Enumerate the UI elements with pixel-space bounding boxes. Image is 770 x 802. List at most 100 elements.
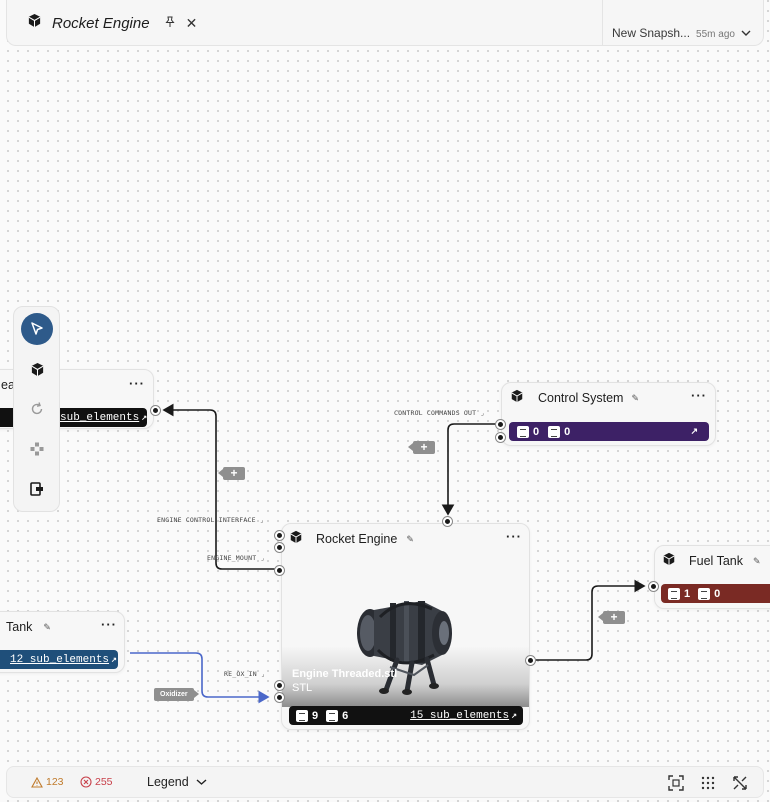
expand-icon[interactable] <box>731 774 749 792</box>
count-b: 0 <box>714 587 721 600</box>
edge-label-engine-mount: ENGINE_MOUNT ⌟ <box>207 554 265 562</box>
open-icon[interactable]: ↗ <box>690 426 698 436</box>
sub-elements-link[interactable]: 15 sub_elements <box>410 709 510 722</box>
pin-icon[interactable] <box>164 16 176 31</box>
node-bar: 12 sub_elements ↗ <box>0 650 118 669</box>
errors-indicator[interactable]: 255 <box>80 776 113 788</box>
node-bar: 1 0 <box>661 584 770 603</box>
port-out[interactable] <box>275 566 284 575</box>
port-in[interactable] <box>275 681 284 690</box>
model-preview[interactable]: Engine Threaded.stl STL <box>282 555 529 707</box>
edge-engine-mount[interactable] <box>162 403 276 570</box>
list-icon <box>517 425 529 438</box>
chevron-down-icon <box>196 779 207 785</box>
edge-fuel[interactable] <box>534 579 646 661</box>
copy-icon <box>326 709 339 722</box>
node-control-system[interactable]: Control System ✎ ··· 0 0 ↗ <box>496 382 716 446</box>
port-in[interactable] <box>496 433 505 442</box>
edit-icon[interactable]: ✎ <box>406 533 414 544</box>
add-connection-button[interactable]: + <box>408 441 435 454</box>
list-icon <box>296 709 308 722</box>
top-bar: Rocket Engine ✕ New Snapsh... 55m ago <box>6 0 764 46</box>
count-a: 1 <box>684 587 691 600</box>
edge-label-re-ox-in: RE_OX_IN ⌟ <box>224 670 266 678</box>
node-ox-tank[interactable]: Tank ✎ ··· 12 sub_elements ↗ <box>0 611 125 673</box>
edge-label-engine-control-interface: ENGINE CONTROL INTERFACE ⌟ <box>157 516 264 524</box>
select-tool[interactable] <box>21 313 53 345</box>
oxidizer-tag[interactable]: Oxidizer <box>154 688 199 701</box>
edge-oxidizer[interactable] <box>130 652 270 704</box>
grid-dots-icon[interactable] <box>699 774 717 792</box>
bottom-bar: 123 255 Legend <box>6 766 764 798</box>
port-in[interactable] <box>649 582 658 591</box>
node-rocket-engine[interactable]: Rocket Engine ✎ ··· <box>275 517 535 730</box>
file-type: STL <box>292 682 313 694</box>
snapshot-time: 55m ago <box>696 29 735 40</box>
add-element-tool[interactable] <box>21 353 53 385</box>
more-options-icon[interactable]: ··· <box>691 388 707 403</box>
node-fuel-tank[interactable]: Fuel Tank ✎ 1 0 <box>649 545 770 609</box>
cube-icon <box>662 552 676 571</box>
file-name: Engine Threaded.stl <box>292 668 398 680</box>
add-connection-button[interactable]: + <box>598 611 625 624</box>
node-title: Control System <box>538 391 624 405</box>
port-in[interactable] <box>275 543 284 552</box>
copy-icon <box>698 587 711 600</box>
port-in[interactable] <box>275 531 284 540</box>
copy-icon <box>548 425 561 438</box>
more-options-icon[interactable]: ··· <box>506 529 522 544</box>
port-out[interactable] <box>151 406 160 415</box>
page-title: Rocket Engine <box>52 14 150 32</box>
refresh-icon <box>31 402 43 415</box>
cube-icon <box>27 13 42 33</box>
cube-icon <box>510 389 524 408</box>
node-title: Fuel Tank <box>689 554 743 568</box>
node-title: Tank <box>6 620 33 634</box>
edge-label-control-commands-out: CONTROL COMMANDS OUT ⌟ <box>394 409 485 417</box>
fit-view-icon[interactable] <box>667 774 685 792</box>
cube-icon <box>31 362 43 376</box>
engine-model-image <box>357 601 452 695</box>
warning-icon <box>31 776 43 788</box>
close-icon[interactable]: ✕ <box>185 14 198 31</box>
legend-label: Legend <box>147 775 189 789</box>
legend-toggle[interactable]: Legend <box>147 775 207 789</box>
snapshot-name: New Snapsh... <box>612 26 691 40</box>
nodes-icon <box>30 442 44 456</box>
count-b: 6 <box>342 709 349 722</box>
node-bar: 9 6 15 sub_elements ↗ <box>289 706 523 725</box>
layout-tool[interactable] <box>21 433 53 465</box>
exit-icon <box>30 482 43 496</box>
port-in[interactable] <box>496 420 505 429</box>
edge-control-commands[interactable] <box>441 423 497 516</box>
count-a: 9 <box>312 709 319 722</box>
port-out[interactable] <box>526 656 535 665</box>
more-options-icon[interactable]: ··· <box>129 376 145 391</box>
sub-elements-link[interactable]: sub_elements <box>60 411 140 424</box>
sub-elements-link[interactable]: 12 sub_elements <box>10 653 110 666</box>
edit-icon[interactable]: ✎ <box>631 392 639 403</box>
count-b: 0 <box>564 425 571 438</box>
cursor-icon <box>31 322 43 335</box>
count-a: 0 <box>533 425 540 438</box>
warnings-count: 123 <box>46 776 64 788</box>
node-bar: 0 0 ↗ <box>509 422 709 441</box>
node-title: ea <box>1 378 15 392</box>
refresh-tool[interactable] <box>21 393 53 425</box>
port-in[interactable] <box>443 517 452 526</box>
more-options-icon[interactable]: ··· <box>101 617 117 632</box>
add-connection-button[interactable]: + <box>218 467 245 480</box>
list-icon <box>668 587 680 600</box>
errors-count: 255 <box>95 776 113 788</box>
error-icon <box>80 776 92 788</box>
warnings-indicator[interactable]: 123 <box>31 776 64 788</box>
cube-icon <box>289 530 303 549</box>
edit-icon[interactable]: ✎ <box>43 621 51 632</box>
node-title: Rocket Engine <box>316 532 398 546</box>
tool-palette <box>13 306 60 512</box>
snapshot-selector[interactable]: New Snapsh... 55m ago <box>602 0 765 46</box>
port-in[interactable] <box>275 693 284 702</box>
export-tool[interactable] <box>21 473 53 505</box>
edit-icon[interactable]: ✎ <box>752 555 761 566</box>
